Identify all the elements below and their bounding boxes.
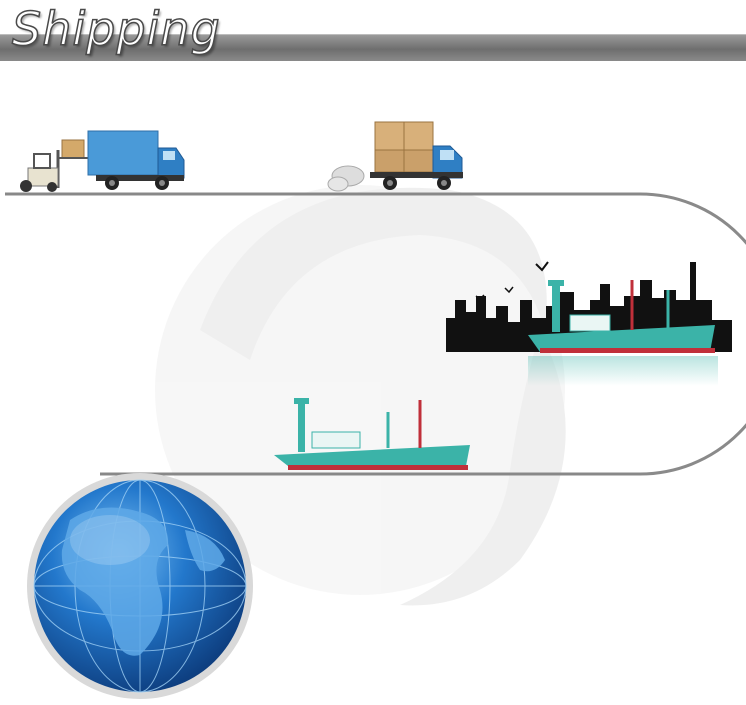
globe-icon (27, 473, 253, 699)
route-curve (639, 192, 746, 476)
delivery-truck-icon (87, 130, 185, 190)
cargo-truck-icon (327, 121, 463, 192)
cargo-ship-icon (274, 398, 470, 470)
background-swirl (155, 185, 566, 606)
forklift-icon (20, 139, 88, 192)
header-bar (0, 34, 746, 61)
page-title: Shipping (11, 1, 221, 57)
cargo-ship-large (528, 280, 718, 386)
